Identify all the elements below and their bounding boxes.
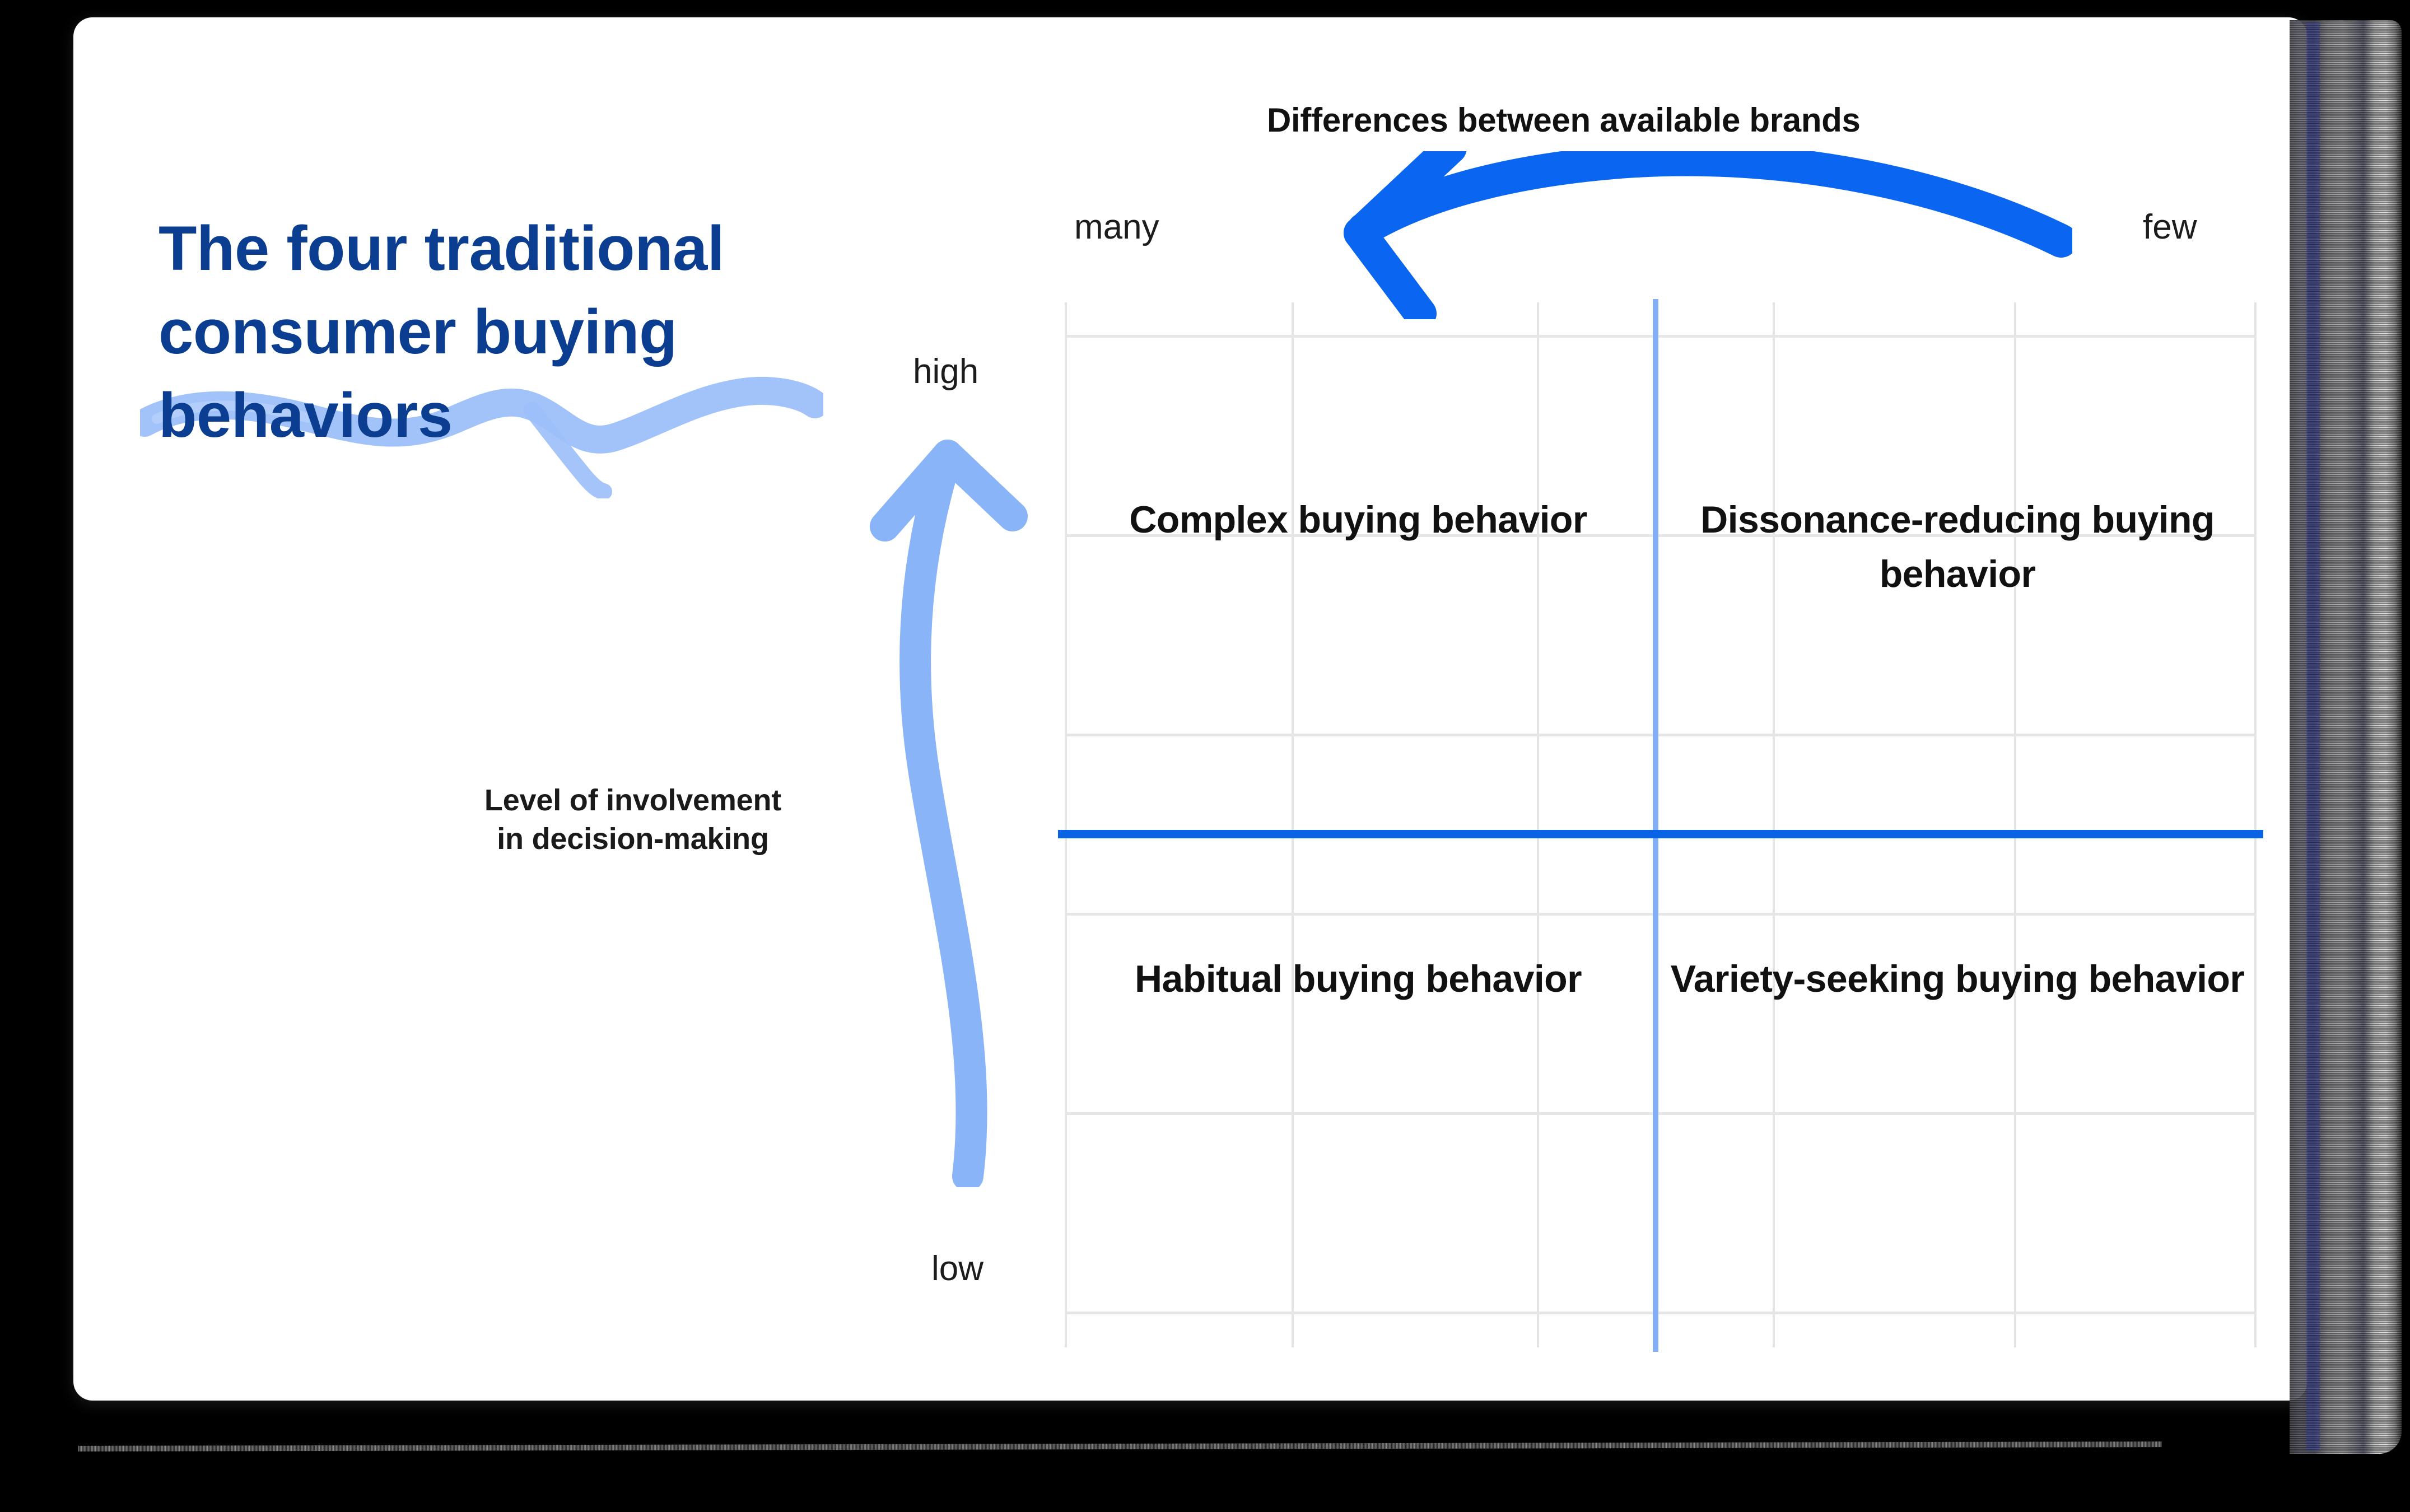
gridline-vertical xyxy=(2014,302,2016,1347)
quadrant-matrix: Complex buying behavior Dissonance-reduc… xyxy=(1058,299,2263,1352)
gridline-vertical xyxy=(2254,302,2257,1347)
gridline-horizontal xyxy=(1065,734,2257,736)
quadrant-label-variety-seeking: Variety-seeking buying behavior xyxy=(1670,958,2245,1000)
gridline-horizontal xyxy=(1065,335,2257,338)
y-axis-title-line1: Level of involvement xyxy=(484,783,782,817)
gridline-vertical xyxy=(1773,302,1775,1347)
y-axis-title-line2: in decision-making xyxy=(497,822,769,856)
x-axis-label-many: many xyxy=(1074,208,1159,246)
page-edge-blue-streak xyxy=(2306,22,2320,1450)
gridline-horizontal xyxy=(1065,1112,2257,1115)
page-title: The four traditional consumer buying beh… xyxy=(159,213,725,450)
gridline-vertical xyxy=(1292,302,1294,1347)
quadrant-label-habitual: Habitual buying behavior xyxy=(1135,958,1582,1000)
x-axis-title: Differences between available brands xyxy=(1267,101,1861,139)
gridline-vertical xyxy=(1537,302,1539,1347)
x-axis-label-few: few xyxy=(2143,208,2197,246)
gridline-vertical xyxy=(1065,302,1067,1347)
matrix-divider-vertical xyxy=(1653,299,1658,1352)
gridline-horizontal xyxy=(1065,534,2257,537)
gridline-horizontal xyxy=(1065,1312,2257,1314)
quadrant-label-complex: Complex buying behavior xyxy=(1129,498,1587,541)
y-axis-title: Level of involvement in decision-making xyxy=(392,781,874,858)
matrix-divider-horizontal xyxy=(1058,830,2263,838)
bottom-edge-noise xyxy=(78,1441,2162,1452)
y-axis-label-low: low xyxy=(931,1249,984,1288)
gridline-horizontal xyxy=(1065,913,2257,916)
y-axis-label-high: high xyxy=(913,352,979,391)
quadrant-label-dissonance-reducing: Dissonance-reducing buying behavior xyxy=(1700,498,2215,595)
